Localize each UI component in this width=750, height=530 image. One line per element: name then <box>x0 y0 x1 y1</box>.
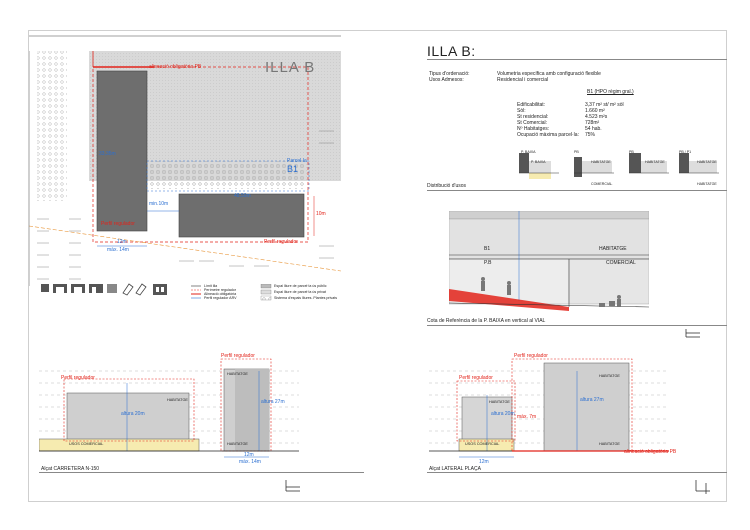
elev-left-symbol-icon <box>285 480 300 492</box>
elev-right-caption: Alçat LATERAL PLAÇA <box>429 466 481 472</box>
row-value-0: 3,37 m² st/ m² sòl <box>585 102 624 108</box>
legend-item-0: Límit illa <box>204 284 218 288</box>
perfil-regulador-plan: Perfil regulador <box>101 221 135 227</box>
usos-value: Residencial i comercial <box>497 77 549 83</box>
row-label-3: St Comercial: <box>517 120 548 126</box>
mini-head-2: PB <box>629 150 634 154</box>
elev-left-habitatge-3: HABITATGE <box>227 442 248 446</box>
elev-right-symbol-icon <box>695 480 710 494</box>
legend-item-6: Sistema d'espais lliures. Plantes privat… <box>274 296 338 300</box>
section-pb: P.B <box>484 260 492 266</box>
mini-head-0: P. BAIXA <box>521 150 536 154</box>
plaza-hatch <box>37 51 67 201</box>
mini-head-1: PB <box>574 150 579 154</box>
mini-label-2: HABITATGE <box>645 160 665 164</box>
building-block <box>178 193 305 238</box>
section-b1: B1 <box>484 246 491 252</box>
perfil-regulador-plan-2: Perfil regulador <box>264 239 298 245</box>
usos-label: Usos Admesos: <box>429 77 464 83</box>
parcel-dots <box>129 161 304 189</box>
info-title: ILLA B: <box>427 43 476 59</box>
row-value-2: 4.523 m²s <box>585 114 608 120</box>
building-tower <box>96 70 148 232</box>
symbol-strip <box>41 283 167 296</box>
distribucio-diagrams <box>519 153 719 179</box>
b1-label: B1 <box>287 164 299 174</box>
elev-left-dim-max: màx. 14m <box>239 459 261 465</box>
section-comercial: COMERCIAL <box>606 260 636 266</box>
dim-right: min.10m <box>149 201 169 207</box>
elev-left-habitatge: HABITATGE <box>167 398 188 402</box>
legend-item-3: Perfil regulador ARV <box>204 296 237 300</box>
site-plan <box>29 35 342 286</box>
row-value-4: 54 hab. <box>585 126 602 132</box>
elev-right-usos: USOS COMERCIAL <box>465 442 500 446</box>
elev-left-perfil-2: Perfil regulador <box>221 353 255 359</box>
section-habitatge: HABITATGE <box>599 246 627 252</box>
elev-left-habitatge-2: HABITATGE <box>227 372 248 376</box>
row-label-4: Nº Habitatges: <box>517 126 550 132</box>
elev-right-perfil-1: Perfil regulador <box>459 375 493 381</box>
elev-right-dim-left: altura 20m <box>491 411 515 417</box>
row-value-1: 1.660 m² <box>585 108 605 114</box>
dim-vertical: 33,35m <box>99 151 116 157</box>
row-label-1: Sòl: <box>517 108 526 114</box>
elev-left-dim-12m: 12m <box>244 452 254 458</box>
section-symbol-icon <box>685 329 700 338</box>
parcel-label: Parcel·la <box>287 158 307 164</box>
row-label-5: Ocupació màxima parcel·la: <box>517 132 579 138</box>
section-drawing <box>449 211 649 311</box>
elev-left-dim-left: altura 20m <box>121 411 145 417</box>
mini-label-4: COMERCIAL <box>591 182 613 186</box>
elev-right-dim-mid: màx. 7m <box>517 414 537 420</box>
row-value-3: 728m² <box>585 120 600 126</box>
elev-right-habitatge-2: HABITATGE <box>489 400 510 404</box>
plan-legend: Límit illa Perímetre regulador Alineació… <box>189 284 359 318</box>
elev-right-perfil-2: Perfil regulador <box>514 353 548 359</box>
legend-item-1: Perímetre regulador <box>204 288 236 292</box>
elev-left-caption: Alçat CARRETERA N-150 <box>41 466 100 472</box>
legend-item-5: Espai lliure de parcel·la ús privat <box>274 290 326 294</box>
dim-12m: 12m <box>117 239 127 245</box>
illa-label: ILLA B <box>265 59 316 76</box>
distribucio-label: Distribució d'usos <box>427 183 467 189</box>
tipus-label: Tipus d'ordenació: <box>429 71 470 77</box>
elevation-lateral <box>429 358 669 458</box>
dim-mid: 48,50m <box>234 193 251 199</box>
legend-item-4: Espai lliure de parcel·la ús públic <box>274 284 327 288</box>
row-value-5: 75% <box>585 132 596 138</box>
elev-right-habitatge-3: HABITATGE <box>599 442 620 446</box>
row-label-2: St residencial: <box>517 114 549 120</box>
row-label-0: Edificabilitat: <box>517 102 546 108</box>
elev-right-dim-12m: 12m <box>479 459 489 465</box>
dim-side: 10m <box>316 211 326 217</box>
b1-header: B1 (HPO règim gral.) <box>587 89 634 95</box>
perimetre-regulador <box>92 66 309 243</box>
section-caption: Cota de Referència de la P. BAIXA en ver… <box>427 318 546 324</box>
mini-label-5: HABITATGE <box>697 182 717 186</box>
legend-item-2: Alineació obligatòria <box>204 292 237 296</box>
elevation-carretera <box>39 358 299 458</box>
drawing-sheet: alineació obligatòria PB ILLA B Parcel·l… <box>28 30 727 502</box>
mini-head-3: PB / P1 <box>679 150 692 154</box>
tipus-value: Volumetria específica amb configuració f… <box>497 71 601 77</box>
mini-label-1: HABITATGE <box>591 160 611 164</box>
elev-right-dim-right: altura 27m <box>580 397 604 403</box>
mini-label-0: P. BAIXA <box>531 160 546 164</box>
elev-left-dim-right: altura 27m <box>261 399 285 405</box>
elev-left-perfil-1: Perfil regulador <box>61 375 95 381</box>
mini-label-3: HABITATGE <box>697 160 717 164</box>
elev-right-alineacio: alineació obligatòria PB <box>624 449 677 455</box>
alineacio-label: alineació obligatòria PB <box>149 64 202 70</box>
dim-max14: màx. 14m <box>107 247 129 253</box>
elev-right-habitatge: HABITATGE <box>599 374 620 378</box>
elev-left-usos: USOS COMERCIAL <box>69 442 104 446</box>
